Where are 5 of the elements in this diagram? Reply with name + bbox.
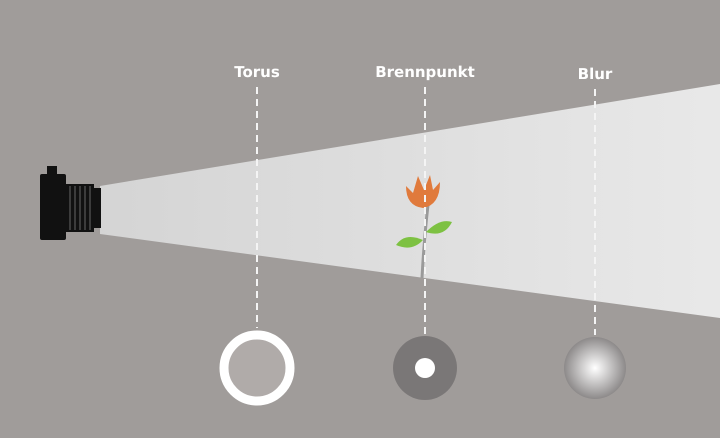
callout-label: Blur — [576, 65, 614, 83]
leader-line — [424, 87, 426, 334]
callout-label: Torus — [233, 63, 281, 81]
leader-line — [256, 87, 258, 328]
callout-label: Brennpunkt — [374, 63, 476, 81]
